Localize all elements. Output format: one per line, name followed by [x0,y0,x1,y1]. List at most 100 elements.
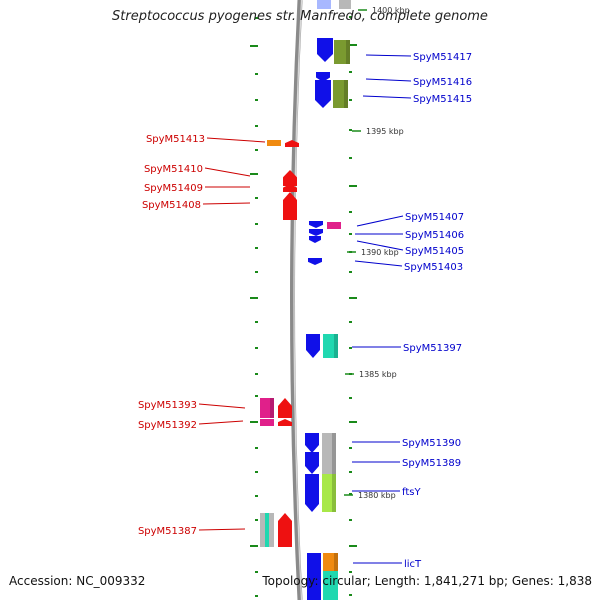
cds-arrow-ftsy [305,474,319,512]
cog-box-spym51407 [327,222,341,229]
tick-mark [255,125,258,127]
scale-label: 1380 kbp [358,491,396,500]
cds-arrow-spym51392 [278,419,292,426]
cog-box-spym51415-shade [344,80,348,108]
leader-line-spym51392 [198,420,244,425]
gene-label-spym51408: SpyM51408 [142,200,201,211]
tick-mark [255,571,258,573]
tick-mark [255,99,258,101]
tick-mark [349,421,357,423]
tick-mark [349,157,352,159]
genome-summary-label: Topology: circular; Length: 1,841,271 bp… [262,574,592,588]
leader-line-spym51393 [198,403,246,409]
tick-mark [349,447,352,449]
tick-mark [255,495,258,497]
tick-mark [349,71,352,73]
gene-label-spym51393: SpyM51393 [138,400,197,411]
cds-arrow-spym51390 [305,433,319,453]
tick-mark [349,571,352,573]
tick-mark [255,447,258,449]
tick-mark [255,271,258,273]
cds-arrow-spym51389 [305,452,319,474]
cds-arrow-spym51409 [283,184,297,192]
cds-arrow-spym51408 [283,192,297,220]
feature-layer [260,0,351,600]
tick-mark [250,421,258,423]
gene-label-spym51410: SpyM51410 [144,164,203,175]
gene-label-spym51407: SpyM51407 [405,212,464,223]
tick-mark [349,211,352,213]
leader-line-spym51417 [365,54,412,57]
leader-line-spym51407 [356,215,404,227]
gene-label-spym51389: SpyM51389 [402,458,461,469]
cds-arrow-spym51406 [309,229,323,236]
leader-line-spym51413 [206,137,266,143]
cog-box-spym51397 [323,334,338,358]
cog-box-spym51387-c [269,513,274,547]
cog-box-spym51413 [267,140,281,146]
gene-label-spym51416: SpyM51416 [413,77,472,88]
scale-label: 1395 kbp [366,127,404,136]
leader-line-spym51416 [365,78,412,82]
cog-box-ftsy-shade [332,474,336,512]
cds-arrow-spym51417 [317,38,333,62]
cog-box-spym51390-shade [332,433,336,453]
gene-label-spym51406: SpyM51406 [405,230,464,241]
tick-mark [349,347,352,349]
tick-mark [349,99,352,101]
gene-label-spym51413: SpyM51413 [146,134,205,145]
scale-label: 1400 kbp [372,6,410,15]
cds-arrow-spym51416 [316,72,330,82]
cds-arrow-spym51393 [278,398,292,418]
tick-mark [349,397,352,399]
cog-box-spym51417 [334,40,350,64]
scale-label: 1390 kbp [361,248,399,257]
cog-box-spym51387-b [265,513,269,547]
tick-mark [255,149,258,151]
cog-box-spym51389 [322,452,336,474]
cog-box-lict [323,553,338,571]
tick-mark [255,17,258,19]
tick-mark [349,297,357,299]
gene-label-spym51405: SpyM51405 [405,246,464,257]
tick-mark [349,271,352,273]
cds-arrow-spym51413 [285,140,299,147]
leader-line-spym51415 [362,95,412,99]
cog-box-spym51415 [333,80,348,108]
cog-box-partial-top [339,0,351,9]
tick-mark [255,595,258,597]
gene-label-spym51397: SpyM51397 [403,343,462,354]
tick-layer [250,9,367,597]
cds-arrow-spym51397 [306,334,320,358]
gene-label-spym51415: SpyM51415 [413,94,472,105]
tick-mark [349,185,357,187]
tick-mark [349,44,357,46]
tick-mark [349,321,352,323]
cog-box-lict-lower [323,571,338,600]
tick-mark [349,519,352,521]
leader-line-spym51405 [356,240,404,251]
cds-arrow-lict [307,553,321,600]
gene-label-lict: licT [404,559,422,570]
tick-mark [250,297,258,299]
gene-label-spym51390: SpyM51390 [402,438,461,449]
genome-backbone-highlight [293,0,303,600]
cog-box-spym51393 [260,398,274,418]
gene-label-ftsy: ftsY [402,487,421,498]
page-title: Streptococcus pyogenes str. Manfredo, co… [112,9,488,24]
tick-mark [250,173,258,175]
tick-mark [349,233,352,235]
cds-arrow-spym51410 [283,170,297,186]
leader-line-spym51408 [202,202,251,205]
cog-box-spym51397-shade [334,334,338,358]
leader-line-spym51403 [354,260,403,267]
tick-mark [349,545,357,547]
cog-box-spym51417-shade [346,40,350,64]
cog-box-spym51393-shade [270,398,274,418]
tick-mark [349,493,352,495]
tick-mark [255,223,258,225]
gene-label-spym51417: SpyM51417 [413,52,472,63]
